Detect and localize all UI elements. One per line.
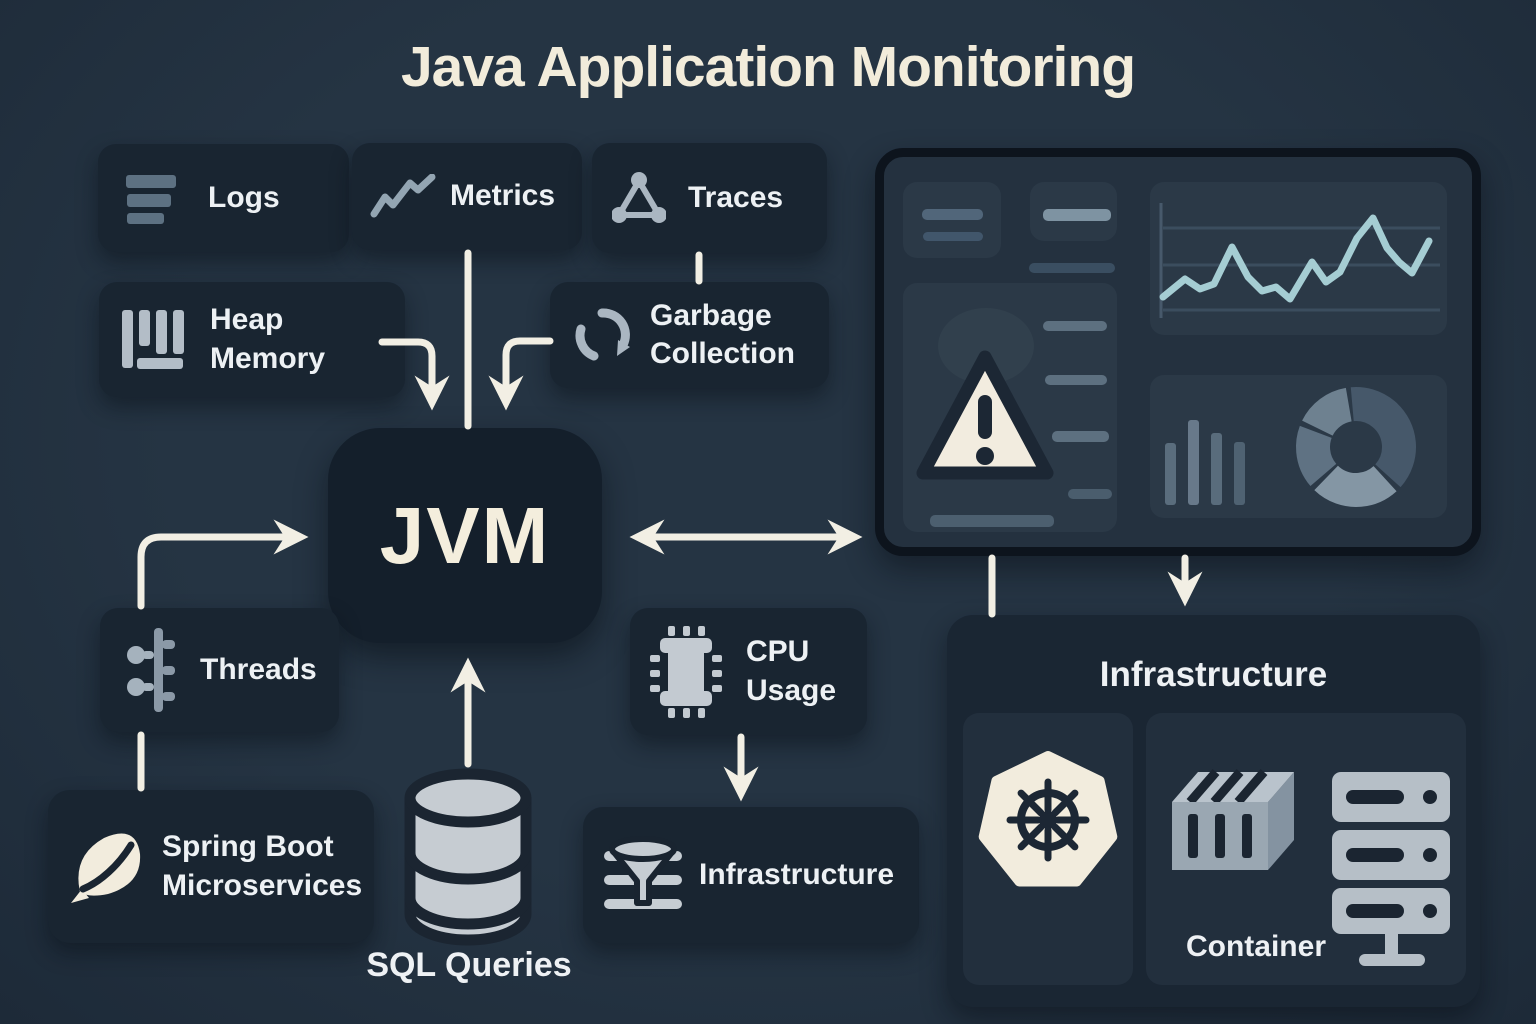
connector-gc-to-jvm xyxy=(488,337,554,411)
heap-memory-icon xyxy=(122,309,184,369)
node-heap-memory: Heap Memory xyxy=(99,282,405,397)
infrastructure-panel-title: Infrastructure xyxy=(1099,655,1328,694)
container-label: Container xyxy=(1185,930,1326,963)
node-label: Traces xyxy=(688,180,784,214)
bar-donut-card xyxy=(1150,375,1447,518)
spring-leaf-icon xyxy=(71,833,141,903)
alert-text-line xyxy=(1068,489,1112,499)
kubernetes-card xyxy=(963,713,1133,985)
alert-text-line xyxy=(1045,375,1107,385)
node-label: CPU Usage xyxy=(746,635,837,707)
node-jvm: JVM xyxy=(328,428,602,643)
alert-text-line xyxy=(930,515,1054,527)
sql-queries-label: SQL Queries xyxy=(366,946,572,984)
node-metrics: Metrics xyxy=(352,143,582,250)
node-garbage-collection: Garbage Collection xyxy=(550,282,829,388)
node-label: Spring Boot Microservices xyxy=(162,830,363,902)
node-label: Threads xyxy=(200,652,317,686)
logs-icon xyxy=(126,175,176,224)
garbage-collection-icon xyxy=(575,308,630,361)
funnel-icon xyxy=(604,836,682,909)
node-label: Logs xyxy=(208,180,280,214)
node-spring-boot: Spring Boot Microservices xyxy=(48,790,374,943)
node-threads: Threads xyxy=(100,608,339,732)
node-label: Heap Memory xyxy=(210,303,326,375)
line-chart-card xyxy=(1150,182,1447,335)
jvm-label: JVM xyxy=(379,490,551,580)
stat-bar xyxy=(923,232,983,241)
alert-blob xyxy=(938,308,1034,384)
metrics-icon xyxy=(370,173,436,217)
alert-text-line xyxy=(1052,431,1109,442)
cpu-chip-icon xyxy=(650,625,722,718)
node-traces: Traces xyxy=(592,143,827,253)
stat-bar xyxy=(1029,263,1115,273)
node-infrastructure-sink: Infrastructure xyxy=(583,807,919,943)
stat-card xyxy=(903,182,1001,258)
node-logs: Logs xyxy=(98,144,349,252)
node-label: Metrics xyxy=(450,179,556,213)
node-cpu-usage: CPU Usage xyxy=(630,608,867,735)
threads-icon xyxy=(127,628,175,712)
alert-text-line xyxy=(1043,321,1107,331)
connector-threads-to-jvm xyxy=(137,519,309,610)
stat-bar xyxy=(1043,209,1111,221)
node-label: Garbage Collection xyxy=(650,298,796,370)
node-label: Infrastructure xyxy=(699,857,895,891)
stat-bar xyxy=(922,209,983,220)
page-title: Java Application Monitoring xyxy=(400,35,1136,99)
traces-icon xyxy=(612,172,666,223)
database-icon xyxy=(404,768,532,946)
